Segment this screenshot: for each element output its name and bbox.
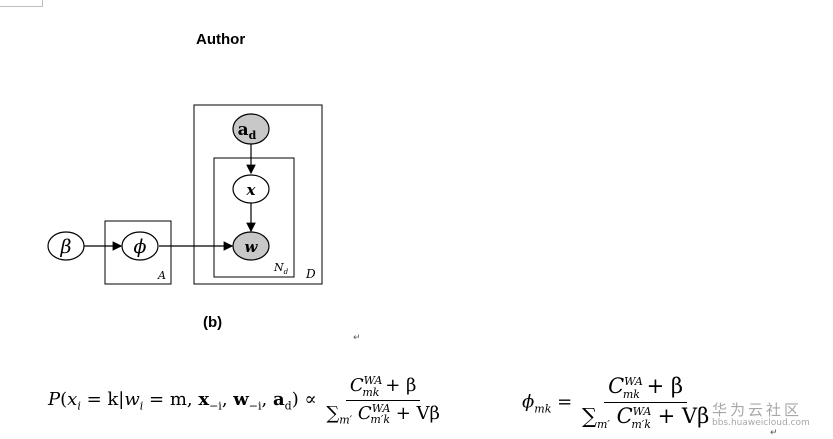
node-x-label: x: [246, 181, 257, 199]
plate-A-label: A: [157, 269, 166, 282]
node-author-a: a: [238, 120, 249, 140]
equation-collapsed-gibbs: P(xi = k|wi = m, x−i, w−i, ad) ∝ CWAmk +…: [48, 374, 440, 427]
watermark-text: 华为云社区: [712, 401, 803, 419]
plate-Nd: [213, 157, 295, 278]
equation-1-numerator: CWAmk + β: [345, 374, 421, 401]
equation-1-denominator: ∑m′ CWAm′k + Vβ: [326, 401, 440, 427]
node-w-label: w: [245, 238, 259, 256]
equation-2-denominator: ∑m′ CWAm′k + Vβ: [581, 404, 710, 432]
equation-phi-estimate: ϕmk = CWAmk + β ∑m′ CWAm′k + Vβ: [522, 374, 710, 432]
equation-2-fraction: CWAmk + β ∑m′ CWAm′k + Vβ: [582, 374, 709, 431]
plate-D-label: D: [305, 267, 316, 281]
node-author-label: ad: [238, 120, 257, 142]
node-beta: [47, 231, 85, 261]
return-mark-1: ↵: [353, 333, 361, 343]
plate-Nd-sub: d: [284, 268, 289, 276]
watermark-url: bbs.huaweicloud.com: [712, 418, 810, 428]
figure-sublabel: (b): [203, 314, 223, 331]
plate-A: [104, 220, 172, 285]
node-author: [232, 113, 270, 145]
equation-2-numerator: CWAmk + β: [604, 374, 688, 404]
node-x: [232, 174, 270, 204]
node-phi-label: ϕ: [134, 236, 147, 258]
return-mark-2: ↵: [770, 428, 778, 438]
node-phi: [121, 231, 159, 261]
plate-Nd-N: N: [273, 261, 284, 274]
node-author-sub: d: [249, 129, 257, 142]
plate-Nd-label: Nd: [273, 261, 289, 276]
plate-D: [193, 104, 323, 285]
equation-1-fraction: CWAmk + β ∑m′ CWAm′k + Vβ: [326, 374, 440, 426]
node-beta-label: β: [60, 236, 72, 258]
node-w: [232, 231, 270, 261]
figure-title: Author: [196, 31, 246, 48]
page-corner-mark: [0, 0, 43, 7]
